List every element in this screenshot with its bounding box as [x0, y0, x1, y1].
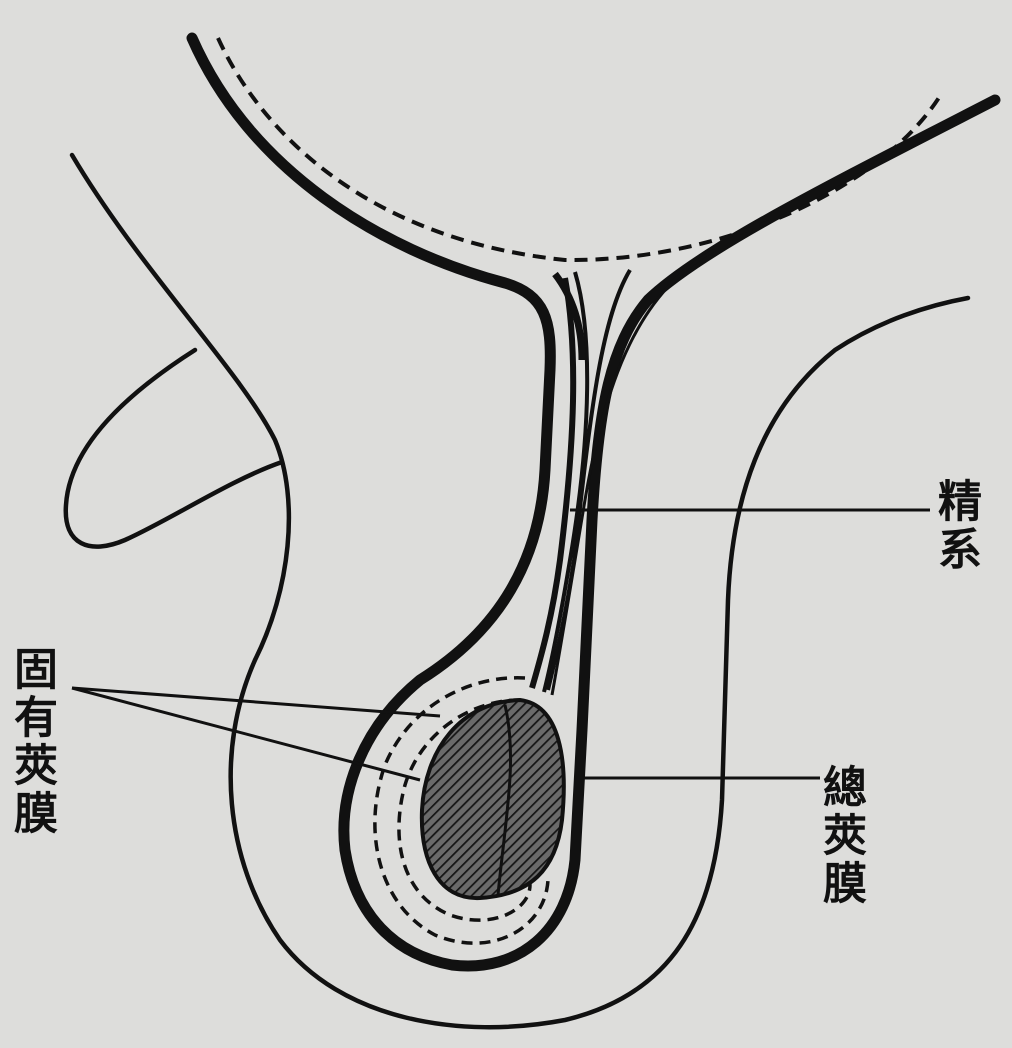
penis-outline	[66, 350, 282, 547]
abdominal-wall-outline	[192, 38, 995, 966]
tunica-vaginalis-propria-label: 固有莢膜	[6, 646, 56, 838]
testis	[422, 700, 564, 898]
peritoneum-dashed-line	[218, 38, 940, 260]
tunica-vaginalis-communis-label: 總莢膜	[815, 764, 865, 908]
spermatic-cord-label: 精系	[930, 478, 980, 574]
